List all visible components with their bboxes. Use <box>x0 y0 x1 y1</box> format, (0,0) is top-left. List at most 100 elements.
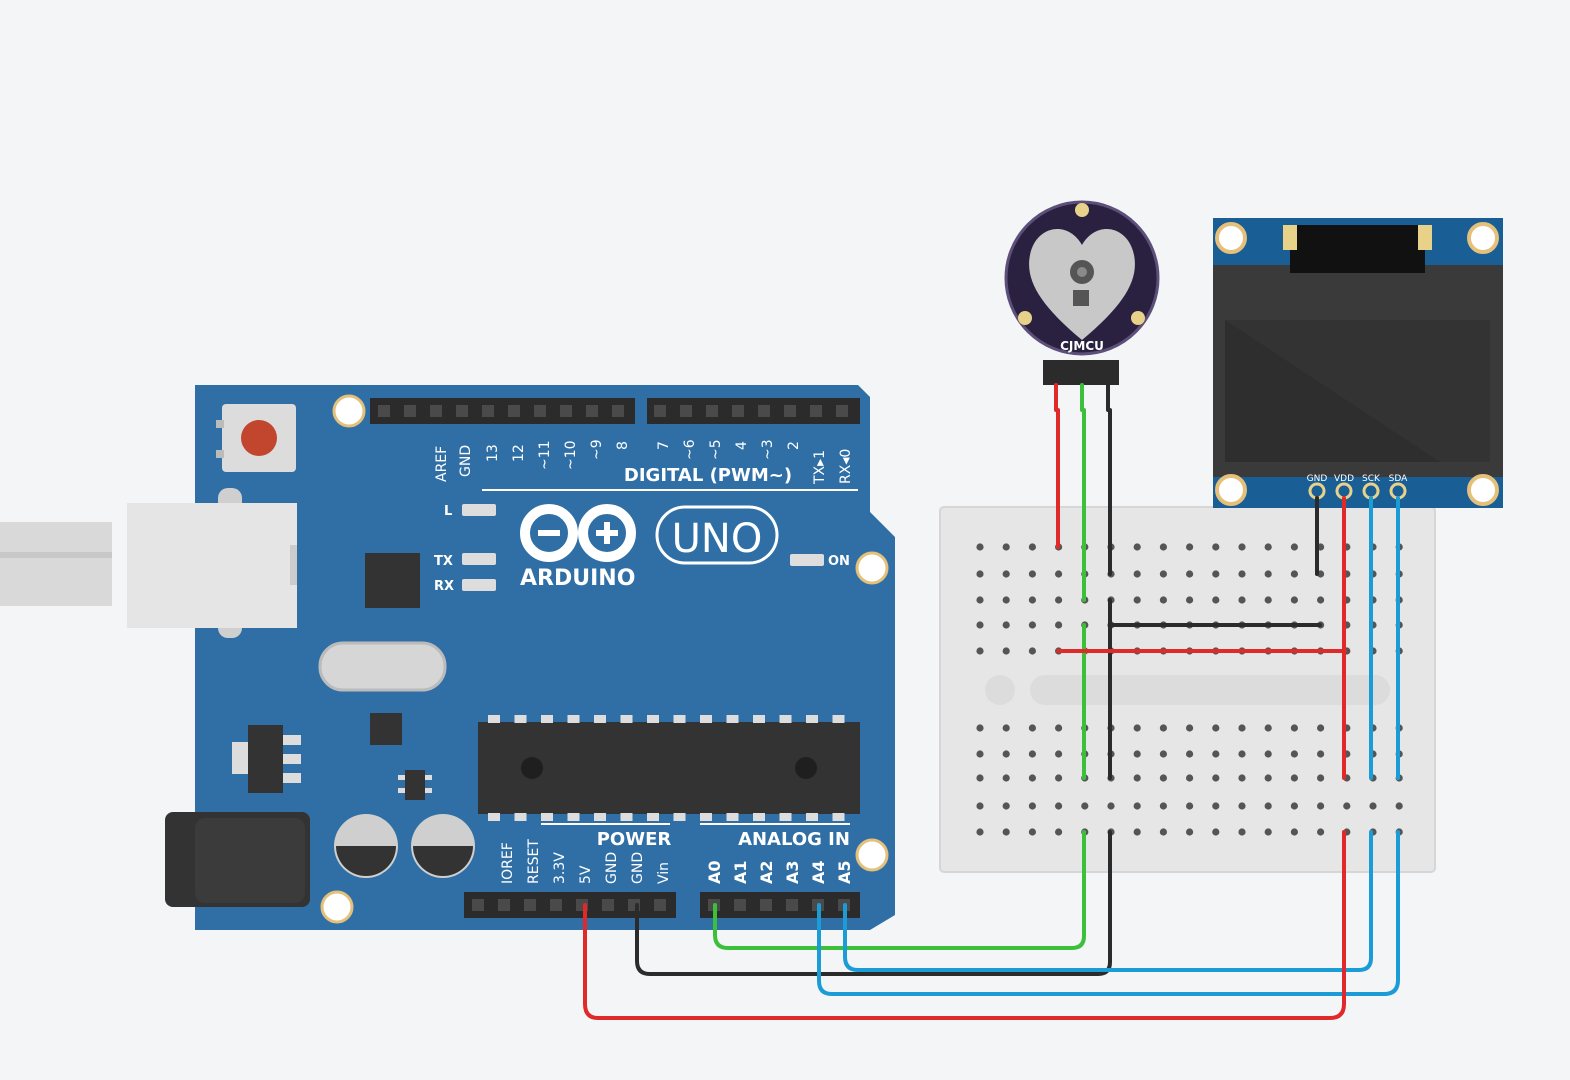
header-pin[interactable] <box>534 405 546 417</box>
breadboard-hole[interactable] <box>1238 802 1246 810</box>
breadboard-hole[interactable] <box>1317 828 1325 836</box>
header-pin[interactable] <box>758 405 770 417</box>
breadboard-hole[interactable] <box>1028 647 1036 655</box>
reset-button[interactable] <box>216 404 296 472</box>
breadboard-hole[interactable] <box>976 647 984 655</box>
header-pin[interactable] <box>784 405 796 417</box>
breadboard-hole[interactable] <box>1186 596 1194 604</box>
header-pin[interactable] <box>654 899 666 911</box>
header-pin[interactable] <box>550 899 562 911</box>
breadboard-hole[interactable] <box>1159 802 1167 810</box>
wire-blue[interactable] <box>817 830 1400 996</box>
breadboard-hole[interactable] <box>1238 596 1246 604</box>
breadboard-hole[interactable] <box>1238 828 1246 836</box>
analog-header[interactable] <box>700 892 860 918</box>
header-pin[interactable] <box>378 405 390 417</box>
breadboard-hole[interactable] <box>1290 570 1298 578</box>
breadboard-hole[interactable] <box>1317 802 1325 810</box>
breadboard-hole[interactable] <box>1212 774 1220 782</box>
breadboard-hole[interactable] <box>1028 596 1036 604</box>
header-pin[interactable] <box>404 405 416 417</box>
breadboard-hole[interactable] <box>1238 570 1246 578</box>
header-pin[interactable] <box>706 405 718 417</box>
breadboard-hole[interactable] <box>1290 802 1298 810</box>
breadboard-hole[interactable] <box>1264 570 1272 578</box>
breadboard-hole[interactable] <box>1186 750 1194 758</box>
breadboard-hole[interactable] <box>1002 802 1010 810</box>
header-pin[interactable] <box>760 899 772 911</box>
header-pin[interactable] <box>524 899 536 911</box>
breadboard-hole[interactable] <box>1133 724 1141 732</box>
breadboard-hole[interactable] <box>1212 543 1220 551</box>
breadboard-hole[interactable] <box>1212 596 1220 604</box>
breadboard-hole[interactable] <box>1002 647 1010 655</box>
breadboard-hole[interactable] <box>1186 570 1194 578</box>
wire-red[interactable] <box>1054 383 1060 549</box>
breadboard-hole[interactable] <box>1369 802 1377 810</box>
breadboard-hole[interactable] <box>1212 828 1220 836</box>
breadboard-hole[interactable] <box>1055 724 1063 732</box>
digital-header-right[interactable] <box>647 398 860 424</box>
breadboard[interactable] <box>939 506 1436 873</box>
breadboard-hole[interactable] <box>1264 802 1272 810</box>
header-pin[interactable] <box>680 405 692 417</box>
breadboard-hole[interactable] <box>1317 750 1325 758</box>
breadboard-hole[interactable] <box>1028 543 1036 551</box>
breadboard-hole[interactable] <box>1028 828 1036 836</box>
breadboard-hole[interactable] <box>1186 724 1194 732</box>
breadboard-hole[interactable] <box>1238 774 1246 782</box>
breadboard-hole[interactable] <box>1133 802 1141 810</box>
breadboard-hole[interactable] <box>1133 570 1141 578</box>
breadboard-hole[interactable] <box>1055 570 1063 578</box>
header-pin[interactable] <box>482 405 494 417</box>
breadboard-hole[interactable] <box>1212 724 1220 732</box>
breadboard-hole[interactable] <box>1055 596 1063 604</box>
header-pin[interactable] <box>472 899 484 911</box>
breadboard-hole[interactable] <box>1002 543 1010 551</box>
oled-pin[interactable] <box>1362 482 1380 500</box>
breadboard-hole[interactable] <box>1317 774 1325 782</box>
breadboard-hole[interactable] <box>1002 774 1010 782</box>
breadboard-hole[interactable] <box>976 621 984 629</box>
header-pin[interactable] <box>586 405 598 417</box>
breadboard-hole[interactable] <box>1159 750 1167 758</box>
wire-green[interactable] <box>713 830 1086 950</box>
sensor-header[interactable] <box>1043 360 1119 385</box>
oled-display[interactable]: GND VDD SCK SDA <box>1213 218 1503 508</box>
oled-pin[interactable] <box>1308 482 1326 500</box>
breadboard-hole[interactable] <box>1002 828 1010 836</box>
breadboard-hole[interactable] <box>1264 750 1272 758</box>
breadboard-hole[interactable] <box>1290 543 1298 551</box>
breadboard-hole[interactable] <box>1028 724 1036 732</box>
power-jack[interactable] <box>165 812 310 907</box>
breadboard-hole[interactable] <box>1186 802 1194 810</box>
breadboard-hole[interactable] <box>1290 774 1298 782</box>
header-pin[interactable] <box>732 405 744 417</box>
breadboard-hole[interactable] <box>1395 802 1403 810</box>
header-pin[interactable] <box>654 405 666 417</box>
header-pin[interactable] <box>612 405 624 417</box>
breadboard-hole[interactable] <box>1238 750 1246 758</box>
wire-blue[interactable] <box>843 830 1373 972</box>
breadboard-hole[interactable] <box>1028 802 1036 810</box>
arduino-uno-board[interactable]: L TX RX ON ARDUINO UNO DIGITAL (PWM~) PO… <box>127 385 895 930</box>
header-pin[interactable] <box>560 405 572 417</box>
breadboard-hole[interactable] <box>1264 724 1272 732</box>
power-header[interactable] <box>464 892 676 918</box>
breadboard-hole[interactable] <box>1028 750 1036 758</box>
breadboard-hole[interactable] <box>1264 828 1272 836</box>
breadboard-hole[interactable] <box>1264 774 1272 782</box>
breadboard-hole[interactable] <box>1186 543 1194 551</box>
wire-green[interactable] <box>1080 383 1086 602</box>
breadboard-hole[interactable] <box>1055 750 1063 758</box>
breadboard-hole[interactable] <box>1081 802 1089 810</box>
breadboard-hole[interactable] <box>1290 724 1298 732</box>
header-pin[interactable] <box>456 405 468 417</box>
breadboard-hole[interactable] <box>1159 570 1167 578</box>
header-pin[interactable] <box>836 405 848 417</box>
breadboard-hole[interactable] <box>1002 621 1010 629</box>
breadboard-hole[interactable] <box>1186 828 1194 836</box>
breadboard-hole[interactable] <box>1133 596 1141 604</box>
usb-cable[interactable] <box>0 522 112 606</box>
breadboard-hole[interactable] <box>976 570 984 578</box>
